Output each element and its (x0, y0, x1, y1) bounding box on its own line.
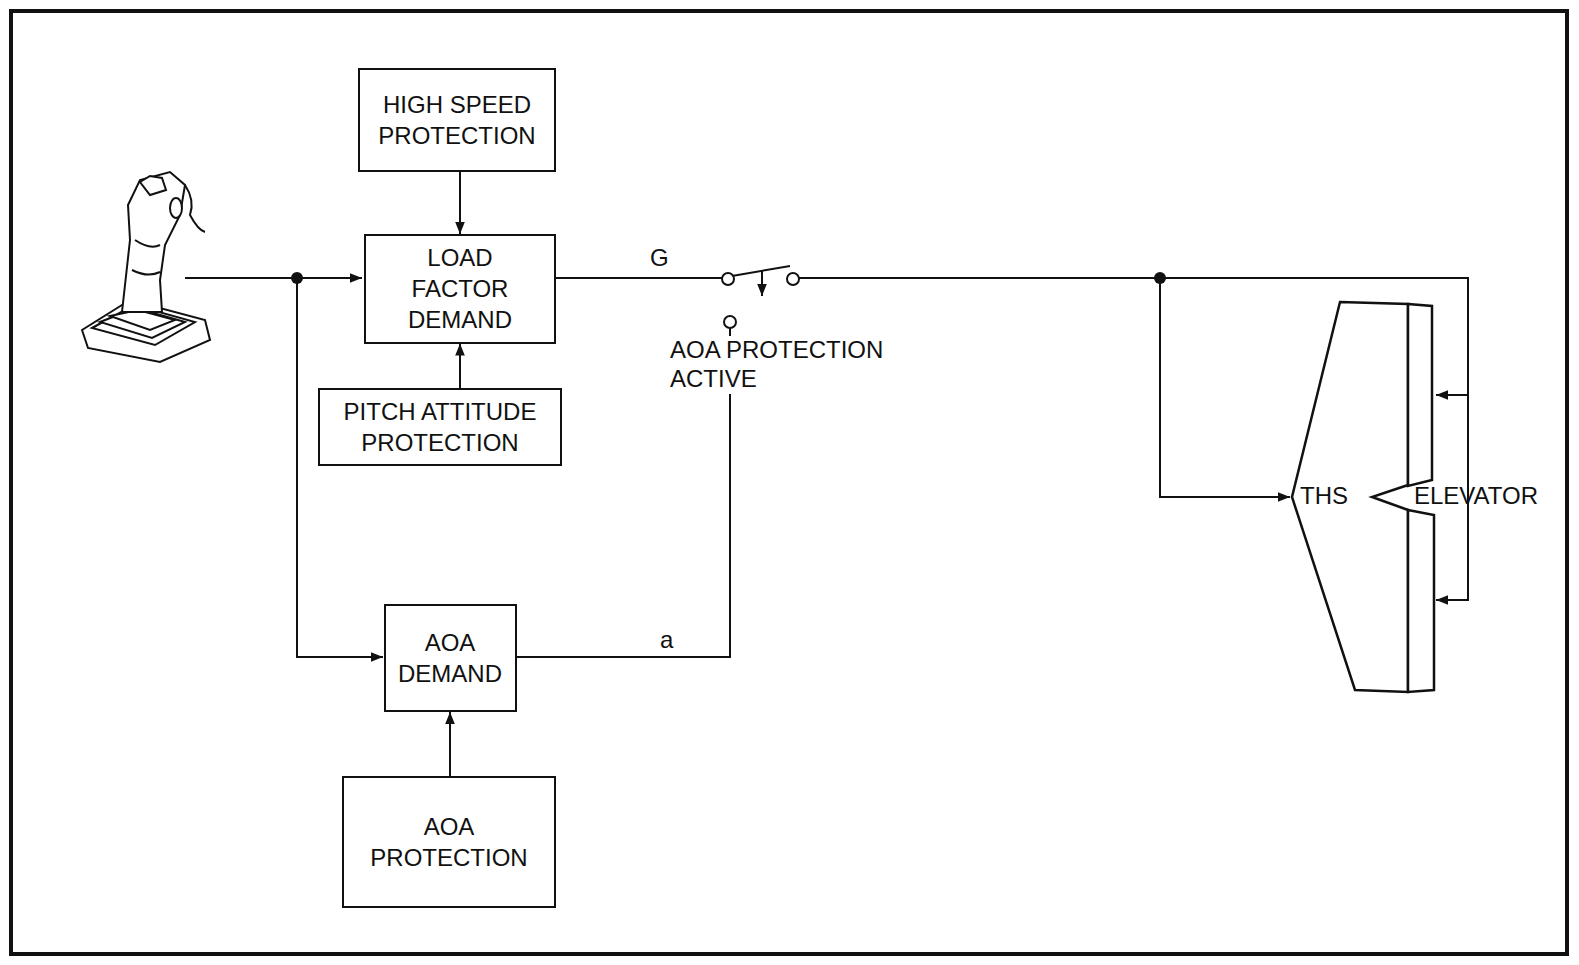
box-text: LOAD FACTOR DEMAND (376, 242, 544, 336)
signal-label: ELEVATOR (1412, 482, 1540, 511)
signal-label: AOA PROTECTION ACTIVE (668, 336, 912, 394)
process-box: PITCH ATTITUDE PROTECTION (318, 388, 562, 466)
process-box: AOA DEMAND (384, 604, 517, 712)
box-text: AOA PROTECTION (354, 811, 544, 873)
box-text: PITCH ATTITUDE PROTECTION (330, 396, 550, 458)
process-box: AOA PROTECTION (342, 776, 556, 908)
tailplane-drawing (1292, 302, 1434, 692)
connector-arrow (459, 344, 461, 388)
switch-contact (722, 273, 799, 328)
signal-label: G (648, 244, 671, 273)
signal-label: a (658, 626, 675, 655)
process-box: HIGH SPEED PROTECTION (358, 68, 556, 172)
signal-label: THS (1298, 482, 1350, 511)
junction-dot (291, 272, 303, 284)
connector-arrow (459, 172, 461, 234)
process-box: LOAD FACTOR DEMAND (364, 234, 556, 344)
sidestick-drawing (82, 172, 210, 362)
frame (11, 11, 1567, 954)
box-text: HIGH SPEED PROTECTION (370, 89, 544, 151)
box-text: AOA DEMAND (396, 627, 505, 689)
junction-dot (1154, 272, 1166, 284)
connector-arrow (449, 712, 451, 776)
